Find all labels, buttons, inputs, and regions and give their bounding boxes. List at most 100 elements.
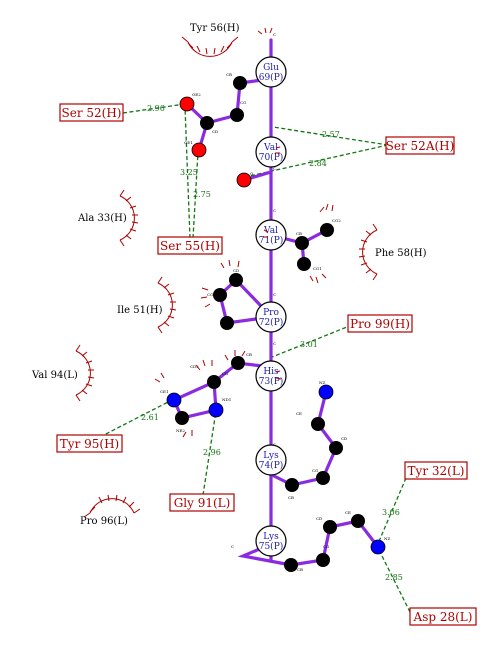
atom-label: CB <box>246 352 252 357</box>
residue-his-73: His 73(P) <box>255 360 287 392</box>
atom-label: CB <box>296 231 302 236</box>
hydrophobic-contacts <box>75 27 378 518</box>
atom-labels: C CB CG CD OE2 OE1 C O C CB CG2 CG1 CD C… <box>160 32 391 572</box>
hbond-partner-residues: Ser 52(H) Ser 52A(H) Ser 55(H) Pro 99(H)… <box>56 103 477 626</box>
atom-label: CD2 <box>190 364 199 369</box>
partner-label: Asp 28(L) <box>413 610 473 624</box>
atom-label: CG <box>222 371 228 376</box>
atom-label: CG <box>240 100 246 105</box>
atom-label: C <box>273 166 276 171</box>
atom-label: NZ <box>319 380 326 385</box>
carbon-atom <box>175 411 189 425</box>
partner-ser-55h: Ser 55(H) <box>157 236 223 255</box>
hydrophobic-arc-val94 <box>75 344 95 402</box>
ligand-residues: Glu 69(P) Val 70(P) Val 71(P) Pro 72(P) … <box>255 56 287 557</box>
partner-ser-52ah: Ser 52A(H) <box>385 136 455 155</box>
hydrogen-bonds <box>99 103 411 613</box>
residue-val-71: Val 71(P) <box>255 219 287 251</box>
atom-label: NZ <box>384 536 391 541</box>
carbon-atom <box>329 441 343 455</box>
partner-ser-52h: Ser 52(H) <box>59 103 124 122</box>
carbon-atom <box>351 514 365 528</box>
distance-label: 2.96 <box>203 448 221 457</box>
carbon-atom <box>200 116 214 130</box>
atom-label: CD <box>341 436 347 441</box>
partner-label: Pro 99(H) <box>350 317 410 331</box>
oxygen-atom <box>191 142 207 158</box>
hydrophobic-label: Ile 51(H) <box>117 305 163 316</box>
residue-name: Glu <box>263 63 279 73</box>
hydrophobic-label: Tyr 56(H) <box>190 23 240 34</box>
residue-name: Lys <box>263 451 279 461</box>
carbon-atom <box>207 375 221 389</box>
partner-gly-91l: Gly 91(L) <box>169 493 235 512</box>
carbon-atom <box>233 76 247 90</box>
hbond-ser55h-glu-oe2 <box>184 106 191 239</box>
distance-label: 2.84 <box>309 159 327 168</box>
carbon-atom <box>316 553 330 567</box>
distance-label: 2.57 <box>322 130 340 139</box>
residue-number: 75(P) <box>259 541 284 552</box>
residue-name: Val <box>263 226 278 236</box>
hydrophobic-arc-tyr56 <box>181 36 239 57</box>
partner-label: Gly 91(L) <box>174 496 231 510</box>
atom-label: CD <box>316 516 322 521</box>
residue-lys-75: Lys 75(P) <box>255 525 287 557</box>
residue-number: 69(P) <box>259 72 284 83</box>
atom-label: CD <box>233 268 239 273</box>
hbond-pro99h-his-n <box>271 324 353 358</box>
residue-name: Pro <box>263 308 279 318</box>
partner-label: Ser 55(H) <box>160 239 220 253</box>
nitrogen-atom <box>208 402 224 418</box>
hydrophobic-label: Val 94(L) <box>31 370 78 381</box>
distance-label: 3.25 <box>180 168 198 177</box>
atom-label: CB <box>297 567 303 572</box>
atom-label: ND1 <box>222 397 231 402</box>
atom-label: CG2 <box>332 218 341 223</box>
residue-glu-69: Glu 69(P) <box>255 56 287 88</box>
atom-label: C <box>273 292 276 297</box>
atom-label: CD <box>212 129 218 134</box>
atom-label: O <box>250 171 254 176</box>
residue-number: 71(P) <box>259 235 284 246</box>
hydrophobic-arc-ile51 <box>157 276 177 334</box>
hbond-gly91l-his-nd1 <box>202 410 217 496</box>
residue-val-70: Val 70(P) <box>255 136 287 168</box>
atoms <box>166 76 386 572</box>
carbon-atom <box>323 520 337 534</box>
atom-label: CG1 <box>313 266 322 271</box>
carbon-atom <box>311 417 325 431</box>
distance-label: 2.75 <box>193 190 211 199</box>
hydrophobic-label: Phe 58(H) <box>375 248 427 259</box>
distance-label: 2.96 <box>147 104 165 113</box>
hydrophobic-labels: Tyr 56(H) Ala 33(H) Phe 58(H) Ile 51(H) … <box>31 23 427 527</box>
residue-number: 70(P) <box>259 152 284 163</box>
atom-label: CG <box>207 292 213 297</box>
distance-labels: 2.96 2.57 2.84 3.25 2.75 3.01 2.61 2.96 … <box>141 104 403 582</box>
residue-number: 74(P) <box>259 460 284 471</box>
residue-number: 73(P) <box>259 376 284 387</box>
oxygen-atom <box>236 172 252 188</box>
carbon-atom <box>229 273 243 287</box>
partner-tyr-95h: Tyr 95(H) <box>56 434 123 453</box>
distance-label: 2.61 <box>141 413 159 422</box>
carbon-atom <box>285 478 299 492</box>
hydrophobic-arc-ala33 <box>119 189 139 247</box>
atom-label: OE2 <box>192 92 201 97</box>
hbond-tyr95h-his-ce1 <box>99 399 173 438</box>
hydrophobic-label: Pro 96(L) <box>80 516 128 527</box>
residue-lys-74: Lys 74(P) <box>255 444 287 476</box>
partner-pro-99h: Pro 99(H) <box>347 314 413 333</box>
residue-number: 72(P) <box>259 317 284 328</box>
atom-label: NE2 <box>176 428 185 433</box>
carbon-atom <box>284 558 298 572</box>
distance-label: 3.06 <box>382 508 400 517</box>
atom-label: CE1 <box>160 389 169 394</box>
partner-label: Ser 52(H) <box>62 106 122 120</box>
partner-label: Tyr 32(L) <box>408 464 465 478</box>
carbon-atom <box>230 108 244 122</box>
atom-label: CB <box>288 495 294 500</box>
nitrogen-atom <box>370 539 386 555</box>
partner-label: Tyr 95(H) <box>60 437 119 451</box>
